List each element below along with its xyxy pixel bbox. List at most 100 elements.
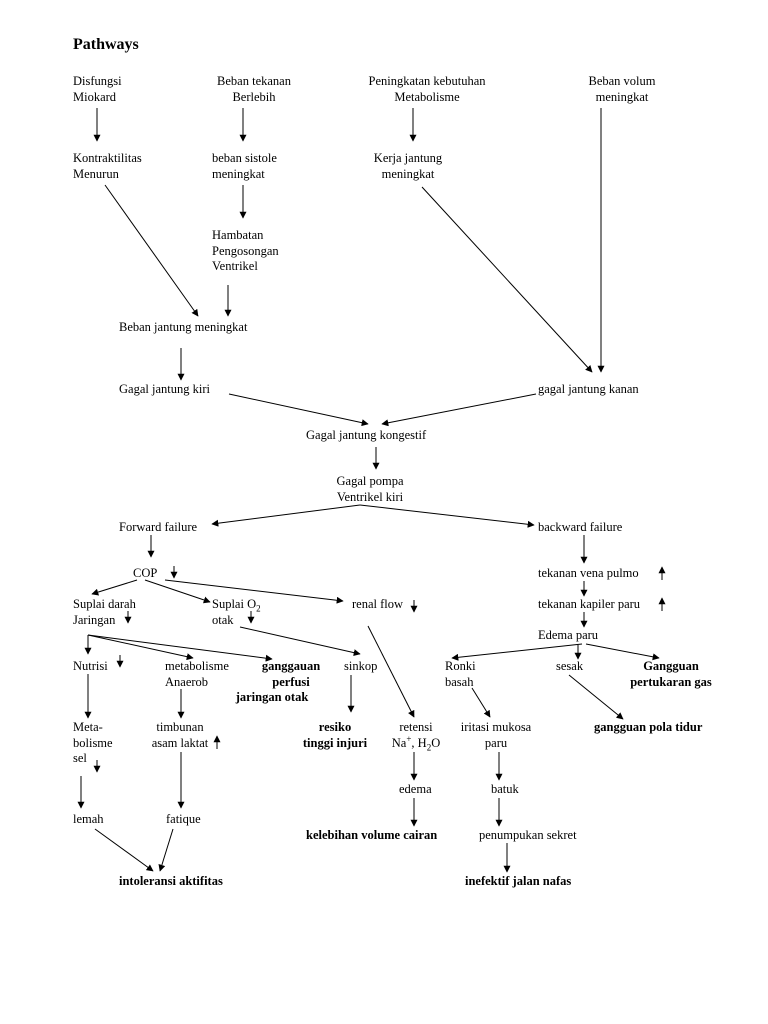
node-ronki-basah: Ronki basah	[445, 659, 476, 690]
subscript-2: 2	[426, 742, 432, 752]
arrow-fatique-intoleransi	[158, 828, 174, 872]
node-kontraktilitas: Kontraktilitas Menurun	[73, 151, 142, 182]
node-line: meningkat	[381, 166, 435, 181]
arrow-o2-sinkop	[239, 626, 361, 657]
subscript-2: 2	[256, 603, 261, 614]
node-line: iritasi mukosa	[460, 720, 532, 734]
node-nutrisi: Nutrisi	[73, 659, 108, 673]
node-line: Beban tekanan	[217, 74, 291, 88]
arrow-lemah-intoleransi	[94, 828, 154, 872]
node-suplai-darah: Suplai darah Jaringan	[73, 597, 136, 628]
superscript-plus: +	[406, 733, 412, 744]
node-intoleransi-aktifitas: intoleransi aktifitas	[119, 874, 223, 888]
arrow-cop-suplai-darah	[91, 579, 138, 596]
node-hambatan: Hambatan Pengosongan Ventrikel	[212, 228, 279, 275]
node-line: Metabolisme	[394, 89, 460, 104]
node-line: Anaerob	[165, 674, 209, 689]
node-gagal-pompa: Gagal pompa Ventrikel kiri	[320, 474, 420, 505]
arrow-kontraktilitas-beban	[104, 184, 199, 317]
node-beban-volum: Beban volum meningkat	[570, 74, 674, 105]
arrow-ronki-iritasi	[471, 687, 491, 718]
node-line: Suplai O2	[212, 597, 261, 613]
node-line: Ronki	[445, 659, 476, 673]
node-line: ganggauan	[261, 659, 321, 673]
node-disfungsi-miokard: Disfungsi Miokard	[73, 74, 122, 105]
arrow-renal-retensi	[367, 625, 415, 718]
node-timbunan-asam-laktat: timbunan asam laktat	[140, 720, 220, 751]
node-edema: edema	[399, 782, 432, 796]
arrow-sesak-tidur	[568, 674, 624, 720]
node-cop: COP	[133, 566, 158, 580]
node-line: Jaringan	[73, 612, 116, 627]
node-gagal-jantung-kanan: gagal jantung kanan	[538, 382, 639, 396]
node-line: Kontraktilitas	[73, 151, 142, 165]
node-kelebihan-volume-cairan: kelebihan volume cairan	[306, 828, 438, 842]
node-penumpukan-sekret: penumpukan sekret	[479, 828, 577, 842]
node-gagal-jantung-kiri: Gagal jantung kiri	[119, 382, 210, 396]
node-line: meningkat	[595, 89, 649, 104]
node-line: retensi	[399, 720, 433, 734]
node-metabolisme-sel: Meta- bolisme sel	[73, 720, 113, 767]
node-line: bolisme	[73, 735, 113, 750]
node-text: O	[431, 735, 441, 750]
arrow-pompa-backward	[359, 504, 535, 528]
node-line: asam laktat	[151, 735, 209, 750]
node-metabolisme-anaerob: metabolisme Anaerob	[165, 659, 229, 690]
node-text: , H	[411, 735, 427, 750]
node-line: Kerja jantung	[373, 151, 443, 165]
node-beban-sistole: beban sistole meningkat	[212, 151, 277, 182]
node-lemah: lemah	[73, 812, 104, 826]
node-line: Peningkatan kebutuhan	[368, 74, 486, 88]
node-line: Hambatan	[212, 228, 264, 242]
node-resiko-tinggi-injuri: resiko tinggi injuri	[295, 720, 375, 751]
node-line: Gangguan	[643, 659, 699, 673]
node-line: paru	[484, 735, 508, 750]
node-sinkop: sinkop	[344, 659, 378, 673]
node-text: Suplai O	[212, 597, 257, 611]
node-line: tinggi injuri	[302, 735, 368, 750]
node-forward-failure: Forward failure	[119, 520, 198, 534]
node-suplai-o2: Suplai O2 otak	[212, 597, 261, 628]
node-tekanan-kapiler-paru: tekanan kapiler paru	[538, 597, 641, 611]
arrow-edema-gas	[585, 643, 660, 661]
node-renal-flow: renal flow	[352, 597, 404, 611]
node-line: Ventrikel kiri	[336, 489, 404, 504]
node-kerja-jantung: Kerja jantung meningkat	[358, 151, 458, 182]
node-gangguan-perfusi: ganggauan perfusi jaringan otak	[212, 659, 332, 706]
node-line: Ventrikel	[212, 259, 258, 273]
node-line: pertukaran gas	[630, 674, 712, 689]
node-line: Pengosongan	[212, 243, 279, 258]
node-sesak: sesak	[556, 659, 584, 673]
node-line: otak	[212, 612, 234, 627]
node-gagal-jantung-kongestif: Gagal jantung kongestif	[306, 428, 427, 442]
node-line: Menurun	[73, 166, 119, 181]
node-inefektif-jalan-nafas: inefektif jalan nafas	[465, 874, 572, 888]
arrow-kiri-kongestif	[228, 393, 369, 427]
node-line: Miokard	[73, 89, 117, 104]
node-line: metabolisme	[165, 659, 229, 673]
node-line: sel	[73, 751, 87, 765]
node-line: Suplai darah	[73, 597, 136, 611]
node-line: Beban volum	[588, 74, 656, 88]
arrow-suplai-gangguan	[87, 634, 273, 662]
node-line: perfusi	[272, 674, 310, 689]
node-backward-failure: backward failure	[538, 520, 623, 534]
node-line: beban sistole	[212, 151, 277, 165]
arrow-pompa-forward	[211, 504, 361, 527]
diagram-title: Pathways	[73, 36, 139, 53]
node-fatique: fatique	[166, 812, 201, 826]
arrow-cop-suplai-o2	[144, 579, 211, 604]
node-gangguan-pertukaran-gas: Gangguan pertukaran gas	[606, 659, 736, 690]
node-gangguan-pola-tidur: gangguan pola tidur	[594, 720, 703, 734]
node-line: resiko	[318, 720, 352, 734]
node-line: Disfungsi	[73, 74, 122, 88]
node-edema-paru: Edema paru	[538, 628, 599, 642]
node-batuk: batuk	[491, 782, 519, 796]
node-line: timbunan	[156, 720, 204, 734]
node-retensi: retensi Na+, H2O	[376, 720, 456, 752]
arrow-edema-ronki	[451, 643, 583, 661]
arrow-cop-renal	[164, 579, 344, 604]
node-line: basah	[445, 674, 474, 689]
node-line: Meta-	[73, 720, 103, 734]
